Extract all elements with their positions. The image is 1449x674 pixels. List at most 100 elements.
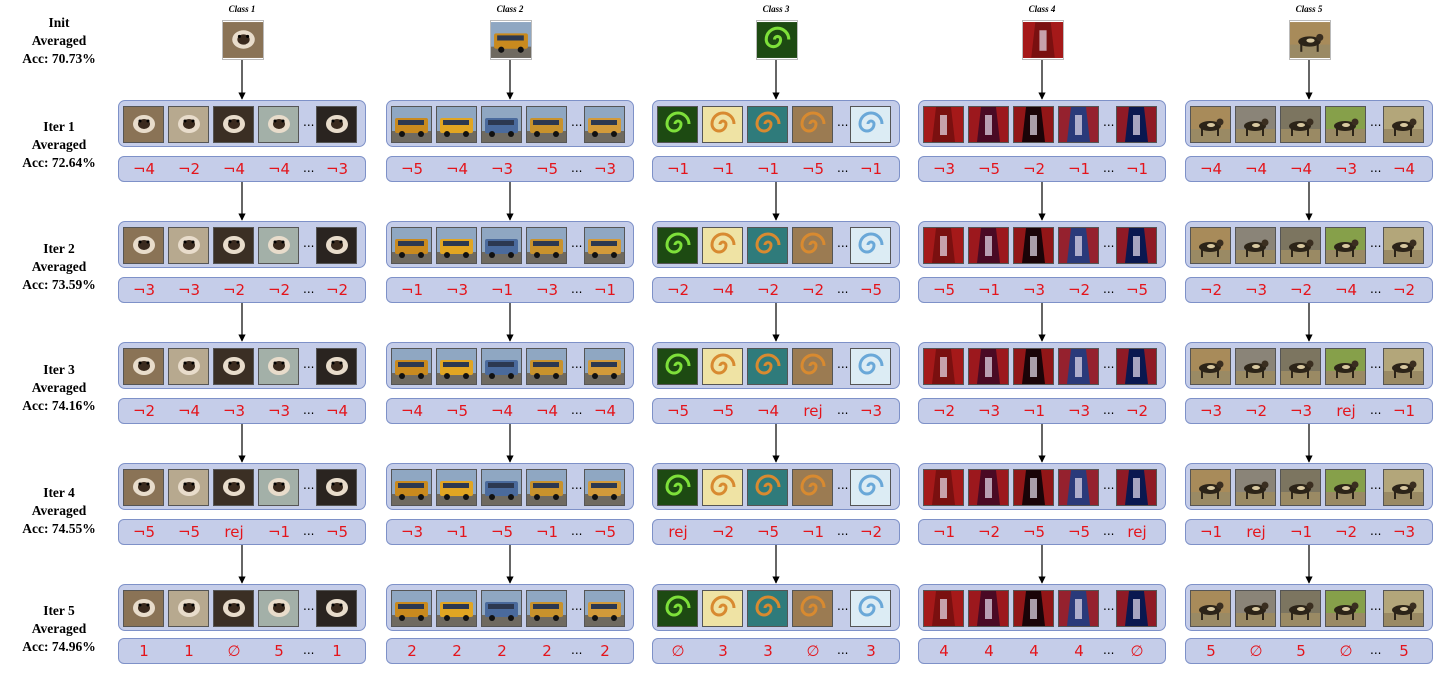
pseudo-label: ¬4 xyxy=(1244,160,1268,178)
theater-curtain-thumbnail-art xyxy=(924,470,963,505)
pseudo-label: ¬2 xyxy=(1067,281,1091,299)
school-bus-thumbnail-art xyxy=(392,470,431,505)
ferret-thumbnail-art xyxy=(317,591,356,626)
pseudo-label: ¬3 xyxy=(132,281,156,299)
pseudo-label: ∅ xyxy=(671,642,685,660)
ferret-thumbnail-art xyxy=(169,228,208,263)
iteration-image-strip: ... xyxy=(652,100,900,147)
pseudo-label-strip: ¬3¬3¬2¬2¬2... xyxy=(118,277,366,303)
school-bus-thumbnail-art xyxy=(482,591,521,626)
pseudo-label: ¬1 xyxy=(1289,523,1313,541)
ellipsis-dots: ... xyxy=(303,403,315,417)
spiral-thumbnail-art xyxy=(703,591,742,626)
school-bus-thumbnail-art xyxy=(482,228,521,263)
spiral-thumbnail-art xyxy=(851,470,890,505)
sample-thumbnail xyxy=(850,227,891,264)
school-bus-thumbnail-art xyxy=(437,591,476,626)
ferret-thumbnail-art xyxy=(317,470,356,505)
pseudo-label: ¬5 xyxy=(666,402,690,420)
pseudo-label-strip: ¬2¬3¬2¬4¬2... xyxy=(1185,277,1433,303)
school-bus-thumbnail-art xyxy=(482,470,521,505)
sample-thumbnail xyxy=(747,106,788,143)
pseudo-label-strip: ¬2¬4¬3¬3¬4... xyxy=(118,398,366,424)
theater-curtain-thumbnail-art xyxy=(1117,107,1156,142)
spiral-thumbnail-art xyxy=(748,470,787,505)
sample-thumbnail xyxy=(1190,106,1231,143)
pseudo-label: 4 xyxy=(1074,642,1084,660)
sample-thumbnail xyxy=(1013,469,1054,506)
row-label-name: Init xyxy=(48,15,70,30)
ferret-thumbnail-art xyxy=(124,349,163,384)
wild-dog-thumbnail-art xyxy=(1191,470,1230,505)
row-label-line3: Acc: 74.55% xyxy=(22,521,96,536)
spiral-thumbnail-art xyxy=(793,228,832,263)
sample-thumbnail xyxy=(1190,348,1231,385)
wild-dog-thumbnail-art xyxy=(1384,349,1423,384)
ellipsis-dots: ... xyxy=(1370,524,1382,538)
school-bus-thumbnail-art xyxy=(392,591,431,626)
school-bus-thumbnail-art xyxy=(585,107,624,142)
sample-thumbnail xyxy=(1116,348,1157,385)
sample-thumbnail xyxy=(1058,590,1099,627)
sample-thumbnail xyxy=(316,348,357,385)
pseudo-label: 3 xyxy=(763,642,773,660)
pseudo-label-strip: ¬4¬5¬4¬4¬4... xyxy=(386,398,634,424)
pseudo-label: ¬5 xyxy=(445,402,469,420)
theater-curtain-thumbnail-art xyxy=(1059,349,1098,384)
wild-dog-thumbnail-art xyxy=(1326,470,1365,505)
sample-thumbnail xyxy=(481,469,522,506)
ferret-thumbnail-art xyxy=(214,228,253,263)
class-title: Class 2 xyxy=(496,4,524,14)
sample-thumbnail xyxy=(316,106,357,143)
sample-thumbnail xyxy=(213,227,254,264)
pseudo-label: 4 xyxy=(939,642,949,660)
sample-thumbnail xyxy=(1058,348,1099,385)
class-seed-image xyxy=(756,20,798,60)
pseudo-label: 3 xyxy=(718,642,728,660)
ellipsis-dots: ... xyxy=(1370,599,1382,613)
pseudo-label: 2 xyxy=(600,642,610,660)
theater-curtain-thumbnail-art xyxy=(924,228,963,263)
wild-dog-thumbnail-art xyxy=(1191,228,1230,263)
class-seed-image xyxy=(222,20,264,60)
sample-thumbnail xyxy=(258,106,299,143)
pseudo-label: ¬5 xyxy=(711,402,735,420)
pseudo-label: ¬5 xyxy=(756,523,780,541)
pseudo-label-strip: ¬3¬1¬5¬1¬5... xyxy=(386,519,634,545)
pseudo-label: ¬1 xyxy=(593,281,617,299)
sample-thumbnail xyxy=(1190,469,1231,506)
ellipsis-dots: ... xyxy=(303,478,315,492)
pseudo-label: ¬4 xyxy=(490,402,514,420)
row-label-line2: Averaged xyxy=(31,137,87,152)
wild-dog-thumbnail-art xyxy=(1236,591,1275,626)
sample-thumbnail xyxy=(923,227,964,264)
ellipsis-dots: ... xyxy=(1103,403,1115,417)
spiral-thumbnail-art xyxy=(793,107,832,142)
spiral-thumbnail-art xyxy=(793,349,832,384)
sample-thumbnail xyxy=(391,227,432,264)
sample-thumbnail xyxy=(1235,227,1276,264)
theater-curtain-thumbnail-art xyxy=(1059,107,1098,142)
sample-thumbnail xyxy=(436,348,477,385)
ellipsis-dots: ... xyxy=(571,236,583,250)
sample-thumbnail xyxy=(923,348,964,385)
sample-thumbnail xyxy=(657,106,698,143)
class-seed-image xyxy=(490,20,532,60)
sample-thumbnail xyxy=(968,590,1009,627)
row-label-name: Iter 4 xyxy=(43,485,75,500)
sample-thumbnail xyxy=(1383,227,1424,264)
pseudo-label: ¬3 xyxy=(1199,402,1223,420)
wild-dog-thumbnail-art xyxy=(1384,591,1423,626)
sample-thumbnail xyxy=(391,469,432,506)
pseudo-label: ¬5 xyxy=(1125,281,1149,299)
school-bus-thumbnail-art xyxy=(527,107,566,142)
row-label-line3: Acc: 70.73% xyxy=(22,51,96,66)
sample-thumbnail xyxy=(792,348,833,385)
pseudo-label: ¬1 xyxy=(535,523,559,541)
theater-curtain-thumbnail-art xyxy=(969,591,1008,626)
